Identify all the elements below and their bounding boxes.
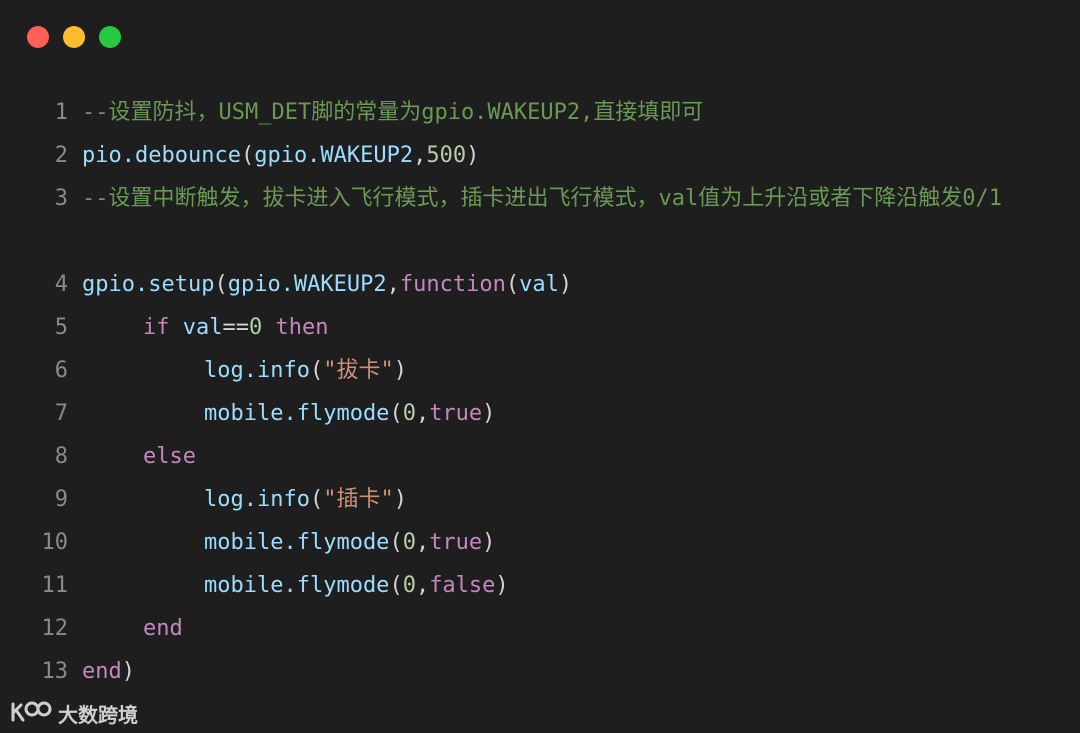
number-literal: 0 (402, 573, 416, 598)
parameter: val (519, 272, 559, 297)
code-line: 7 mobile.flymode(0,true) (0, 392, 1080, 435)
line-number: 7 (54, 401, 68, 426)
argument: gpio.WAKEUP2 (227, 272, 387, 297)
line-number: 11 (41, 573, 69, 598)
code-line: 10 mobile.flymode(0,true) (0, 521, 1080, 564)
line-number: 12 (41, 616, 69, 641)
function-call: mobile.flymode (204, 530, 390, 555)
line-number: 10 (41, 530, 69, 555)
line-number: 6 (54, 358, 68, 383)
function-call: mobile.flymode (204, 573, 390, 598)
line-number: 13 (41, 659, 69, 684)
code-comment: --设置中断触发，拔卡进入飞行模式，插卡进出飞行模式，val值为上升沿或者下降沿… (82, 186, 1002, 211)
code-block: 1 --设置防抖，USM_DET脚的常量为gpio.WAKEUP2,直接填即可 … (0, 91, 1080, 693)
boolean-literal: false (429, 573, 496, 598)
line-number: 2 (54, 143, 68, 168)
number-literal: 0 (402, 530, 416, 555)
watermark: 大数跨境 (10, 698, 138, 728)
keyword: if (143, 315, 170, 340)
close-button[interactable] (27, 26, 49, 48)
code-line: 3 --设置中断触发，拔卡进入飞行模式，插卡进出飞行模式，val值为上升沿或者下… (0, 177, 1080, 263)
number-literal: 0 (402, 401, 416, 426)
line-number: 4 (54, 272, 68, 297)
watermark-text: 大数跨境 (58, 702, 138, 727)
boolean-literal: true (429, 401, 483, 426)
kdo-logo-icon (11, 701, 52, 722)
boolean-literal: true (429, 530, 483, 555)
code-line: 2 pio.debounce(gpio.WAKEUP2,500) (0, 134, 1080, 177)
keyword: end (82, 659, 122, 684)
line-number: 3 (54, 186, 68, 211)
line-number: 5 (54, 315, 68, 340)
keyword: end (143, 616, 183, 641)
argument: gpio.WAKEUP2 (254, 143, 414, 168)
code-line: 5 if val==0 then (0, 306, 1080, 349)
code-line: 1 --设置防抖，USM_DET脚的常量为gpio.WAKEUP2,直接填即可 (0, 91, 1080, 134)
line-number: 1 (54, 100, 68, 125)
line-number: 9 (54, 487, 68, 512)
code-line: 8 else (0, 435, 1080, 478)
code-comment: --设置防抖，USM_DET脚的常量为gpio.WAKEUP2,直接填即可 (82, 100, 704, 125)
keyword: else (143, 444, 196, 469)
number-literal: 0 (249, 315, 263, 340)
code-line: 11 mobile.flymode(0,false) (0, 564, 1080, 607)
function-call: gpio.setup (82, 272, 215, 297)
function-call: mobile.flymode (204, 401, 390, 426)
keyword: function (399, 272, 506, 297)
window-controls (27, 26, 121, 48)
line-number: 8 (54, 444, 68, 469)
maximize-button[interactable] (99, 26, 121, 48)
minimize-button[interactable] (63, 26, 85, 48)
function-call: log.info (204, 487, 310, 512)
string-literal: "拔卡" (323, 358, 394, 383)
string-literal: "插卡" (323, 487, 394, 512)
code-line: 6 log.info("拔卡") (0, 349, 1080, 392)
function-call: log.info (204, 358, 310, 383)
keyword: then (275, 315, 329, 340)
code-line: 9 log.info("插卡") (0, 478, 1080, 521)
code-line: 13 end) (0, 650, 1080, 693)
code-line: 4 gpio.setup(gpio.WAKEUP2,function(val) (0, 263, 1080, 306)
variable: val (182, 315, 223, 340)
number-literal: 500 (426, 143, 467, 168)
code-line: 12 end (0, 607, 1080, 650)
function-call: pio.debounce (82, 143, 241, 168)
